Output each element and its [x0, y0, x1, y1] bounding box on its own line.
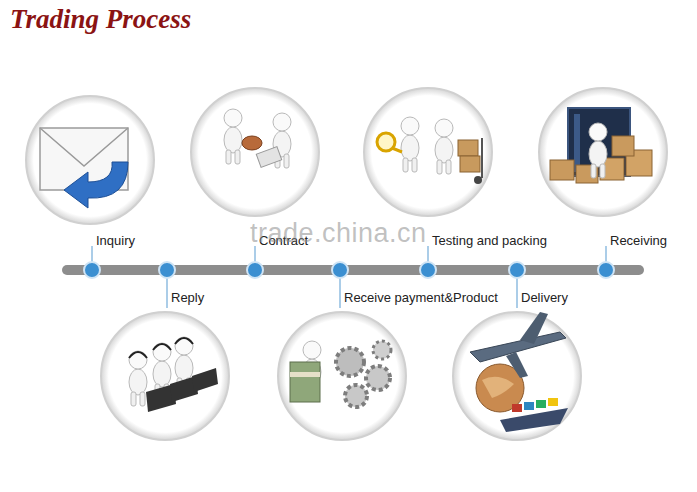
picture-circle	[539, 88, 667, 216]
watermark: trade.china.cn	[250, 218, 427, 249]
timeline-dot	[598, 262, 614, 278]
figure	[401, 117, 419, 172]
stamp	[242, 136, 262, 150]
figure	[435, 119, 453, 174]
picture-circle	[191, 88, 319, 216]
magnifier-handle	[392, 148, 402, 152]
box	[458, 140, 478, 156]
cargo	[548, 398, 558, 406]
figure	[589, 123, 607, 178]
picture-circle	[26, 96, 154, 224]
laptop	[192, 368, 218, 392]
gear	[366, 366, 390, 390]
hand-truck	[481, 138, 483, 178]
money-stack	[290, 362, 320, 402]
figure	[224, 109, 242, 164]
gear	[336, 348, 364, 376]
picture-circle	[453, 312, 581, 440]
ship	[500, 408, 568, 432]
step-label: Inquiry	[96, 233, 135, 249]
contract-paper	[256, 147, 281, 168]
picture-circle	[364, 88, 492, 216]
box	[550, 160, 574, 180]
cargo	[512, 404, 522, 412]
diagram-title: Trading Process	[10, 4, 191, 35]
box	[460, 156, 480, 172]
timeline-dot	[84, 262, 100, 278]
airplane-wing	[520, 312, 548, 344]
step-label: Receive payment&Product	[344, 290, 498, 306]
reply-arrow	[64, 162, 128, 208]
step-label: Testing and packing	[432, 233, 547, 249]
figure	[129, 351, 147, 406]
step-label: Delivery	[521, 290, 568, 306]
gear	[345, 385, 367, 407]
headset	[175, 338, 193, 344]
box	[612, 136, 634, 156]
gear	[373, 341, 391, 359]
headset	[153, 344, 171, 350]
money-band	[290, 372, 320, 377]
timeline-dot	[420, 262, 436, 278]
picture-circle	[278, 312, 406, 440]
wheel	[474, 176, 482, 184]
timeline-dot	[509, 262, 525, 278]
step-label: Reply	[171, 290, 204, 306]
headset	[129, 352, 147, 358]
envelope-flap	[40, 128, 128, 166]
timeline-bar	[62, 265, 644, 275]
cargo	[536, 400, 546, 408]
picture-circle	[101, 312, 229, 440]
timeline-dot	[159, 262, 175, 278]
cargo	[524, 402, 534, 410]
timeline-dot	[332, 262, 348, 278]
step-label: Receiving	[610, 233, 667, 249]
timeline-dot	[247, 262, 263, 278]
globe-land	[482, 377, 514, 398]
container-door	[574, 114, 580, 172]
airplane-wing	[506, 352, 528, 378]
